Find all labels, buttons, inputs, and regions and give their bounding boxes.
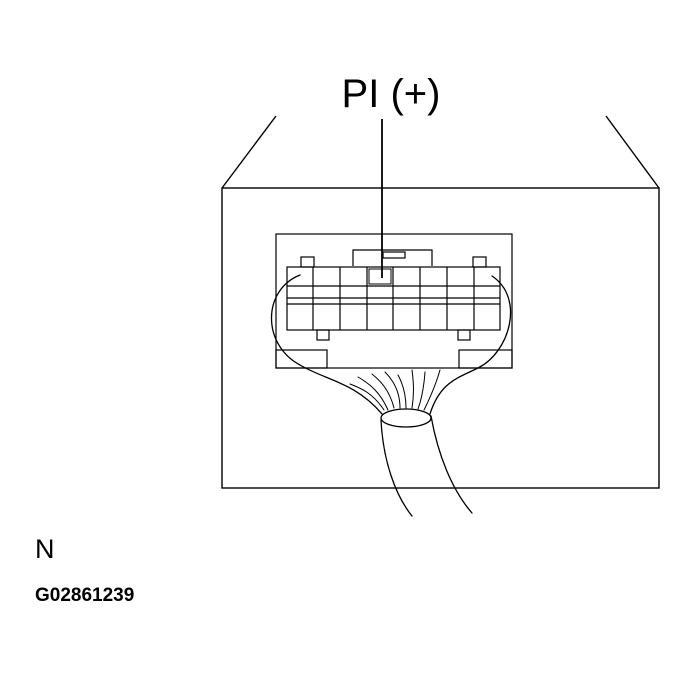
latch-slot xyxy=(382,251,406,259)
component-body xyxy=(221,115,660,489)
view-label: N xyxy=(35,534,55,564)
mount-tab-left xyxy=(275,349,328,369)
connector-frame xyxy=(275,233,513,369)
connector xyxy=(275,233,513,369)
harness-loop-right xyxy=(429,275,512,415)
terminal-pi-positive xyxy=(368,268,392,285)
terminal-label: PI (+) xyxy=(342,72,441,116)
body-left-edge xyxy=(221,115,277,189)
body-front-face xyxy=(221,187,660,489)
harness-tube-left xyxy=(380,419,413,517)
connector-latch xyxy=(352,249,433,266)
key-top-right xyxy=(472,256,487,268)
terminal-columns xyxy=(312,267,475,330)
harness-tube-right xyxy=(430,415,473,514)
figure-id: G02861239 xyxy=(35,585,134,606)
key-bottom-right xyxy=(457,329,471,341)
harness-end xyxy=(380,408,432,428)
wire-harness xyxy=(270,274,512,517)
harness-loop-left xyxy=(270,274,383,415)
key-top-left xyxy=(300,256,315,268)
body-right-edge xyxy=(605,115,660,189)
mount-tab-right xyxy=(458,349,513,369)
key-bottom-left xyxy=(316,329,330,341)
